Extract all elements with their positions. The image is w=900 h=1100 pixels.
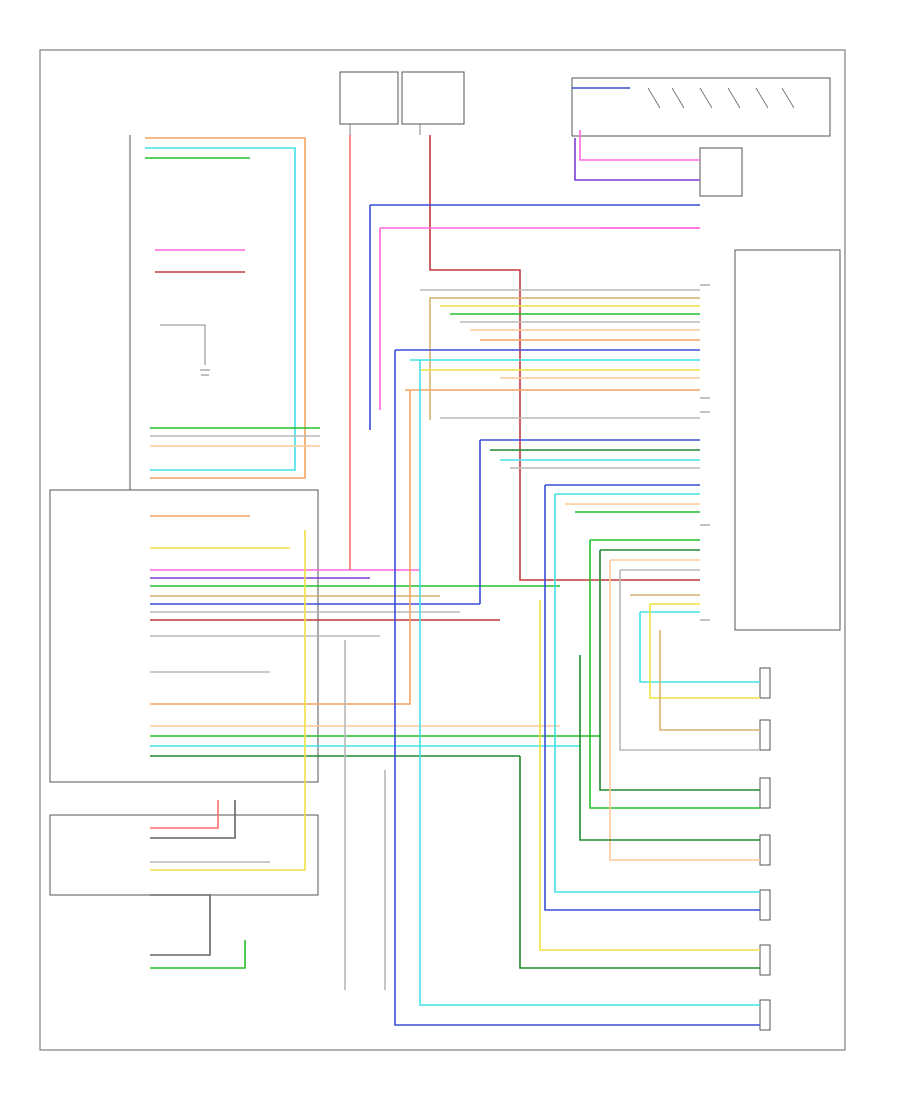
wires-steering — [572, 87, 700, 229]
wires-amp-lower — [419, 360, 760, 1006]
wires-amp-middle — [440, 417, 760, 911]
fuse-block — [339, 71, 465, 135]
wires-bottom-left — [150, 530, 306, 969]
antenna-symbol — [160, 324, 210, 376]
amplifier-module — [734, 249, 841, 631]
diagram-border — [39, 49, 846, 1051]
wires-left-top — [145, 137, 306, 479]
wires-amp-upper — [394, 289, 760, 1026]
wires-radio-lower — [150, 390, 600, 757]
speakers — [759, 667, 771, 1031]
steering-wheel-switch — [571, 77, 831, 197]
radio-module-box — [49, 135, 319, 896]
amp-connector-ticks — [700, 284, 710, 621]
wires-trunk — [344, 135, 700, 990]
